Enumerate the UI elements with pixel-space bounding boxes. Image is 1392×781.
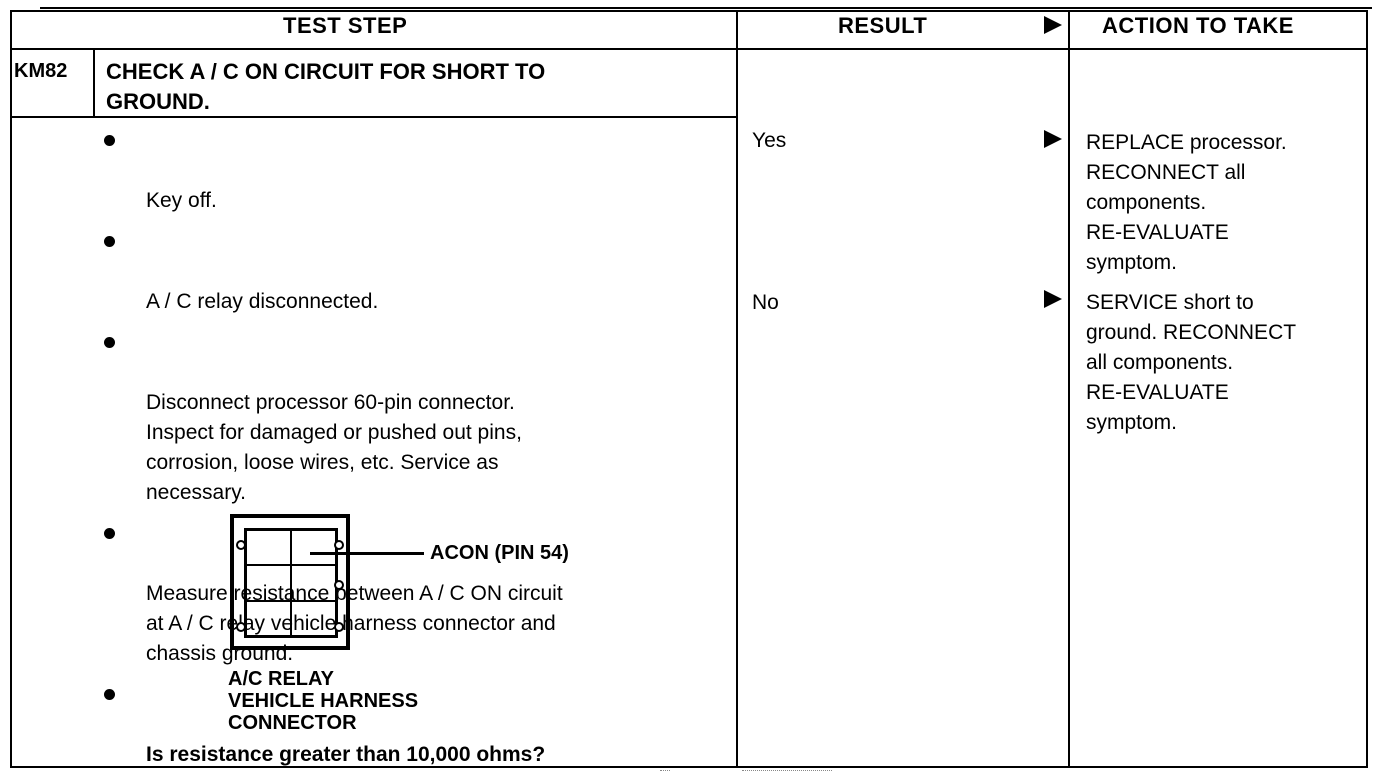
top-rule xyxy=(40,7,1372,9)
procedure-text: Measure resistance between A / C ON circ… xyxy=(146,582,563,665)
result-no: No xyxy=(752,291,779,314)
scan-speck xyxy=(660,770,670,771)
step-code-divider xyxy=(93,50,95,118)
pin-leader-line xyxy=(310,552,424,555)
relay-connector-diagram xyxy=(230,514,350,650)
bullet-icon xyxy=(104,236,115,247)
test-procedure-list: Key off. A / C relay disconnected. Disco… xyxy=(100,126,700,781)
connector-cavity xyxy=(290,599,337,637)
procedure-text: Disconnect processor 60-pin connector. I… xyxy=(146,391,522,504)
bullet-icon xyxy=(104,689,115,700)
connector-cavity xyxy=(245,529,292,567)
scan-speck xyxy=(742,770,832,771)
connector-latch-icon xyxy=(334,580,344,590)
header-divider xyxy=(10,48,1368,50)
header-result: RESULT xyxy=(838,13,928,38)
column-divider-action xyxy=(1068,10,1070,768)
step-code: KM82 xyxy=(14,60,68,82)
result-yes-arrow-icon xyxy=(1044,130,1062,148)
connector-latch-icon xyxy=(236,622,246,632)
procedure-text: Key off. xyxy=(146,189,217,212)
list-item: Key off. xyxy=(100,126,700,216)
step-title: CHECK A / C ON CIRCUIT FOR SHORT TO GROU… xyxy=(106,59,546,114)
procedure-text: A / C relay disconnected. xyxy=(146,290,379,313)
procedure-question: Is resistance greater than 10,000 ohms? xyxy=(146,743,546,766)
connector-latch-icon xyxy=(334,540,344,550)
connector-cavity xyxy=(245,564,292,602)
header-test-step: TEST STEP xyxy=(283,13,408,38)
diagnostic-table xyxy=(10,10,1368,768)
connector-cavity-pin-54 xyxy=(290,529,337,567)
connector-cavity-grid xyxy=(244,528,338,638)
list-item: Disconnect processor 60-pin connector. I… xyxy=(100,328,700,508)
bullet-icon xyxy=(104,337,115,348)
connector-cavity xyxy=(245,599,292,637)
list-item: Measure resistance between A / C ON circ… xyxy=(100,519,700,669)
list-item: A / C relay disconnected. xyxy=(100,227,700,317)
result-yes: Yes xyxy=(752,129,787,152)
header-arrow-icon xyxy=(1044,16,1062,34)
connector-cavity xyxy=(290,564,337,602)
diagram-caption: A/C RELAY VEHICLE HARNESS CONNECTOR xyxy=(228,668,419,734)
action-yes: REPLACE processor. RECONNECT all compone… xyxy=(1086,131,1287,274)
result-no-arrow-icon xyxy=(1044,290,1062,308)
header-action-to-take: ACTION TO TAKE xyxy=(1102,13,1294,38)
connector-latch-icon xyxy=(236,540,246,550)
bullet-icon xyxy=(104,135,115,146)
pin-label: ACON (PIN 54) xyxy=(430,542,569,564)
connector-latch-icon xyxy=(334,622,344,632)
step-title-divider xyxy=(10,116,738,118)
bullet-icon xyxy=(104,528,115,539)
action-no: SERVICE short to ground. RECONNECT all c… xyxy=(1086,291,1297,434)
column-divider-result xyxy=(736,10,738,768)
list-item-question: Is resistance greater than 10,000 ohms? xyxy=(100,680,700,770)
